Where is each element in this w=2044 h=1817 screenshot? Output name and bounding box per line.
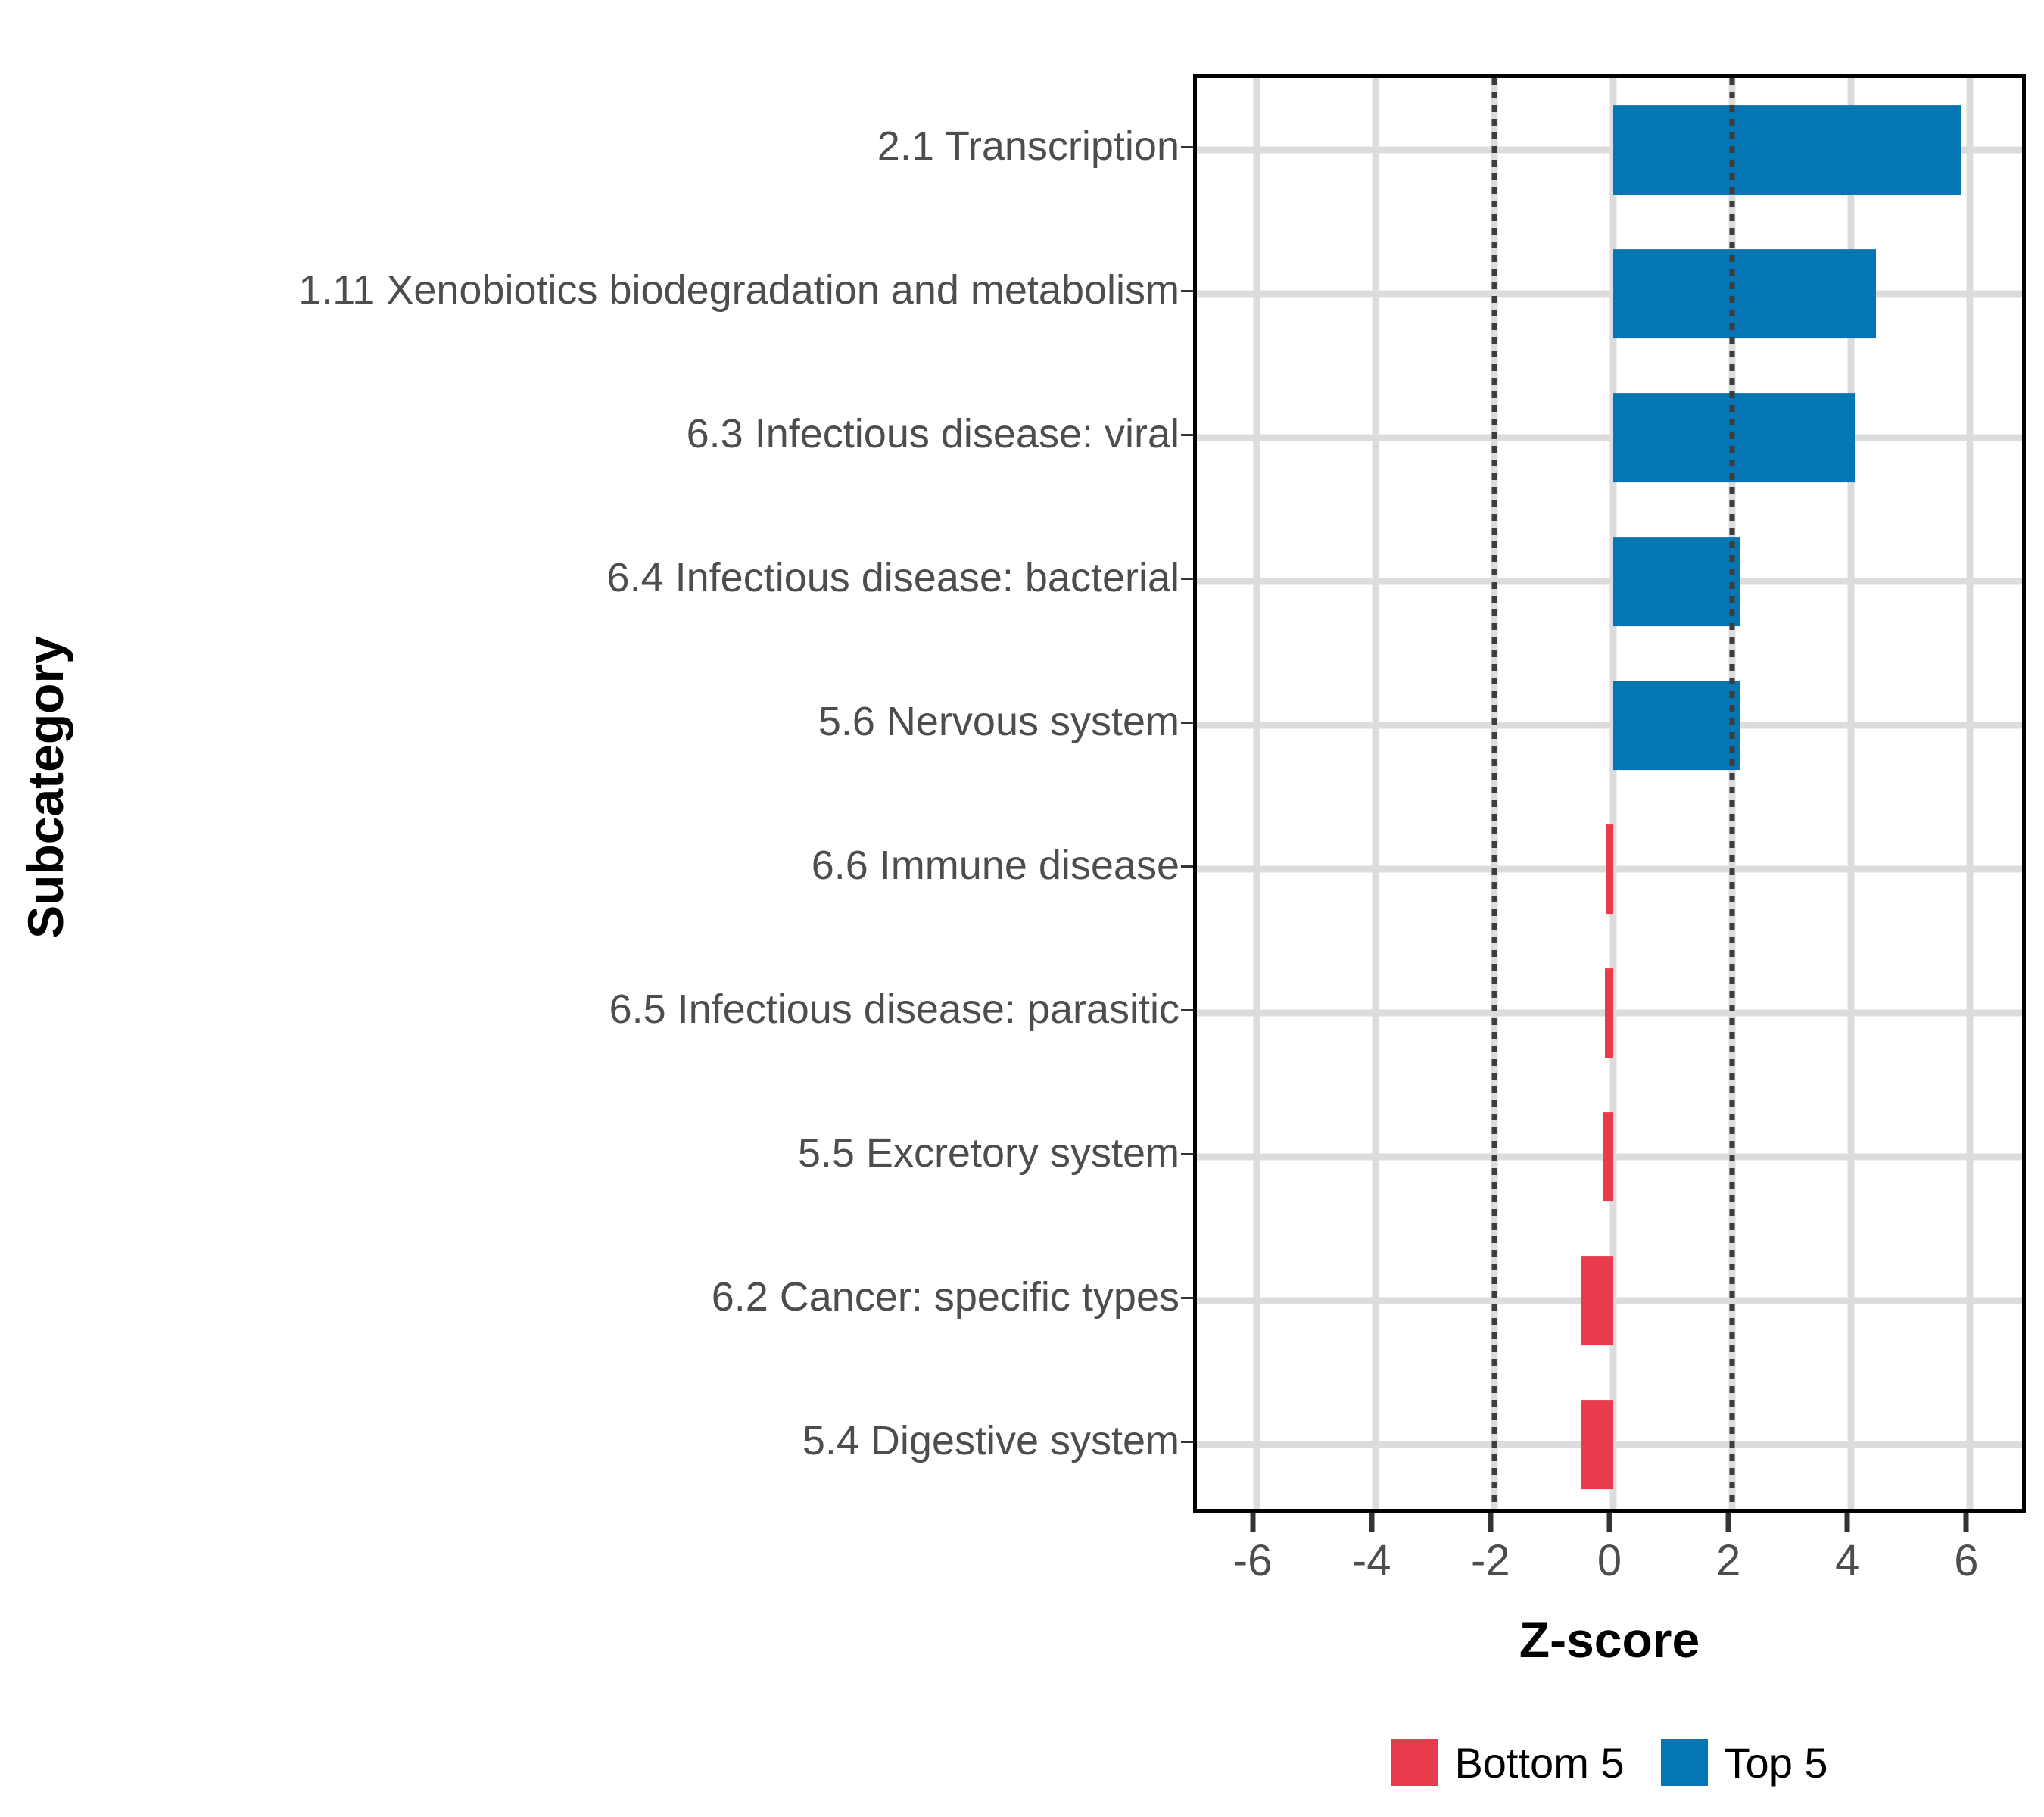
- bar: [1581, 1400, 1613, 1489]
- x-axis-tick-mark: [1606, 1513, 1612, 1532]
- chart-legend: Bottom 5 Top 5: [1193, 1725, 2026, 1800]
- x-axis-title: Z-score: [1519, 1612, 1700, 1668]
- x-axis-tick-label: 4: [1835, 1536, 1860, 1585]
- y-axis-tick-mark: [1181, 146, 1193, 148]
- x-axis-tick-label: -6: [1232, 1536, 1273, 1585]
- vertical-gridline: [1609, 78, 1617, 1509]
- x-axis-tick-label: 2: [1716, 1536, 1741, 1585]
- horizontal-gridline: [1197, 290, 2022, 298]
- y-axis-tick-mark: [1181, 290, 1193, 292]
- plot-area: [1197, 78, 2022, 1509]
- vertical-gridline: [1847, 78, 1855, 1509]
- legend-item: Bottom 5: [1391, 1738, 1625, 1787]
- legend-item: Top 5: [1660, 1738, 1828, 1787]
- bar: [1613, 537, 1741, 626]
- vertical-gridline: [1966, 78, 1974, 1509]
- vertical-gridline: [1253, 78, 1260, 1509]
- y-axis-tick-mark: [1181, 578, 1193, 580]
- bar: [1613, 105, 1962, 195]
- y-axis-tick-mark: [1181, 1441, 1193, 1443]
- x-axis-tick-mark: [1488, 1513, 1494, 1532]
- y-axis-tick-mark: [1181, 722, 1193, 724]
- x-axis-tick-mark: [1963, 1513, 1969, 1532]
- x-axis-tick-mark: [1369, 1513, 1375, 1532]
- horizontal-gridline: [1197, 722, 2022, 729]
- bar: [1581, 1256, 1613, 1345]
- bar: [1605, 824, 1613, 914]
- y-axis-tick-mark: [1181, 865, 1193, 868]
- x-axis-tick-label: 6: [1954, 1536, 1979, 1585]
- horizontal-gridline: [1197, 146, 2022, 154]
- x-axis-tick-labels: -6 -4 -2 0 2 4 6: [1193, 1535, 2026, 1604]
- y-axis-tick-mark: [1181, 1153, 1193, 1155]
- bar: [1603, 1112, 1613, 1201]
- vertical-gridline: [1372, 78, 1379, 1509]
- plot-panel: [1193, 74, 2026, 1513]
- legend-label: Top 5: [1724, 1738, 1828, 1787]
- horizontal-gridline: [1197, 578, 2022, 585]
- y-axis-title: Subcategory: [0, 575, 91, 999]
- bar: [1613, 249, 1876, 338]
- legend-label: Bottom 5: [1454, 1738, 1625, 1787]
- x-axis-tick-label: -2: [1471, 1536, 1510, 1585]
- legend-color-swatch: [1391, 1739, 1438, 1786]
- y-axis-tick-mark: [1181, 1009, 1193, 1011]
- x-axis-tick-label: 0: [1597, 1536, 1622, 1585]
- bar: [1613, 681, 1740, 770]
- x-axis-tick-marks: [1193, 1513, 2026, 1535]
- legend-color-swatch: [1660, 1739, 1708, 1786]
- horizontal-gridline: [1197, 434, 2022, 441]
- x-axis-tick-mark: [1250, 1513, 1256, 1532]
- reference-line: [1491, 78, 1497, 1509]
- bar: [1605, 968, 1613, 1058]
- y-axis-tick-mark: [1181, 434, 1193, 436]
- x-axis-tick-mark: [1725, 1513, 1731, 1532]
- y-axis-tick-mark: [1181, 1297, 1193, 1299]
- x-axis-tick-mark: [1844, 1513, 1850, 1532]
- x-axis-tick-label: -4: [1351, 1536, 1391, 1585]
- reference-line: [1729, 78, 1735, 1509]
- y-axis-title-text: Subcategory: [17, 636, 73, 939]
